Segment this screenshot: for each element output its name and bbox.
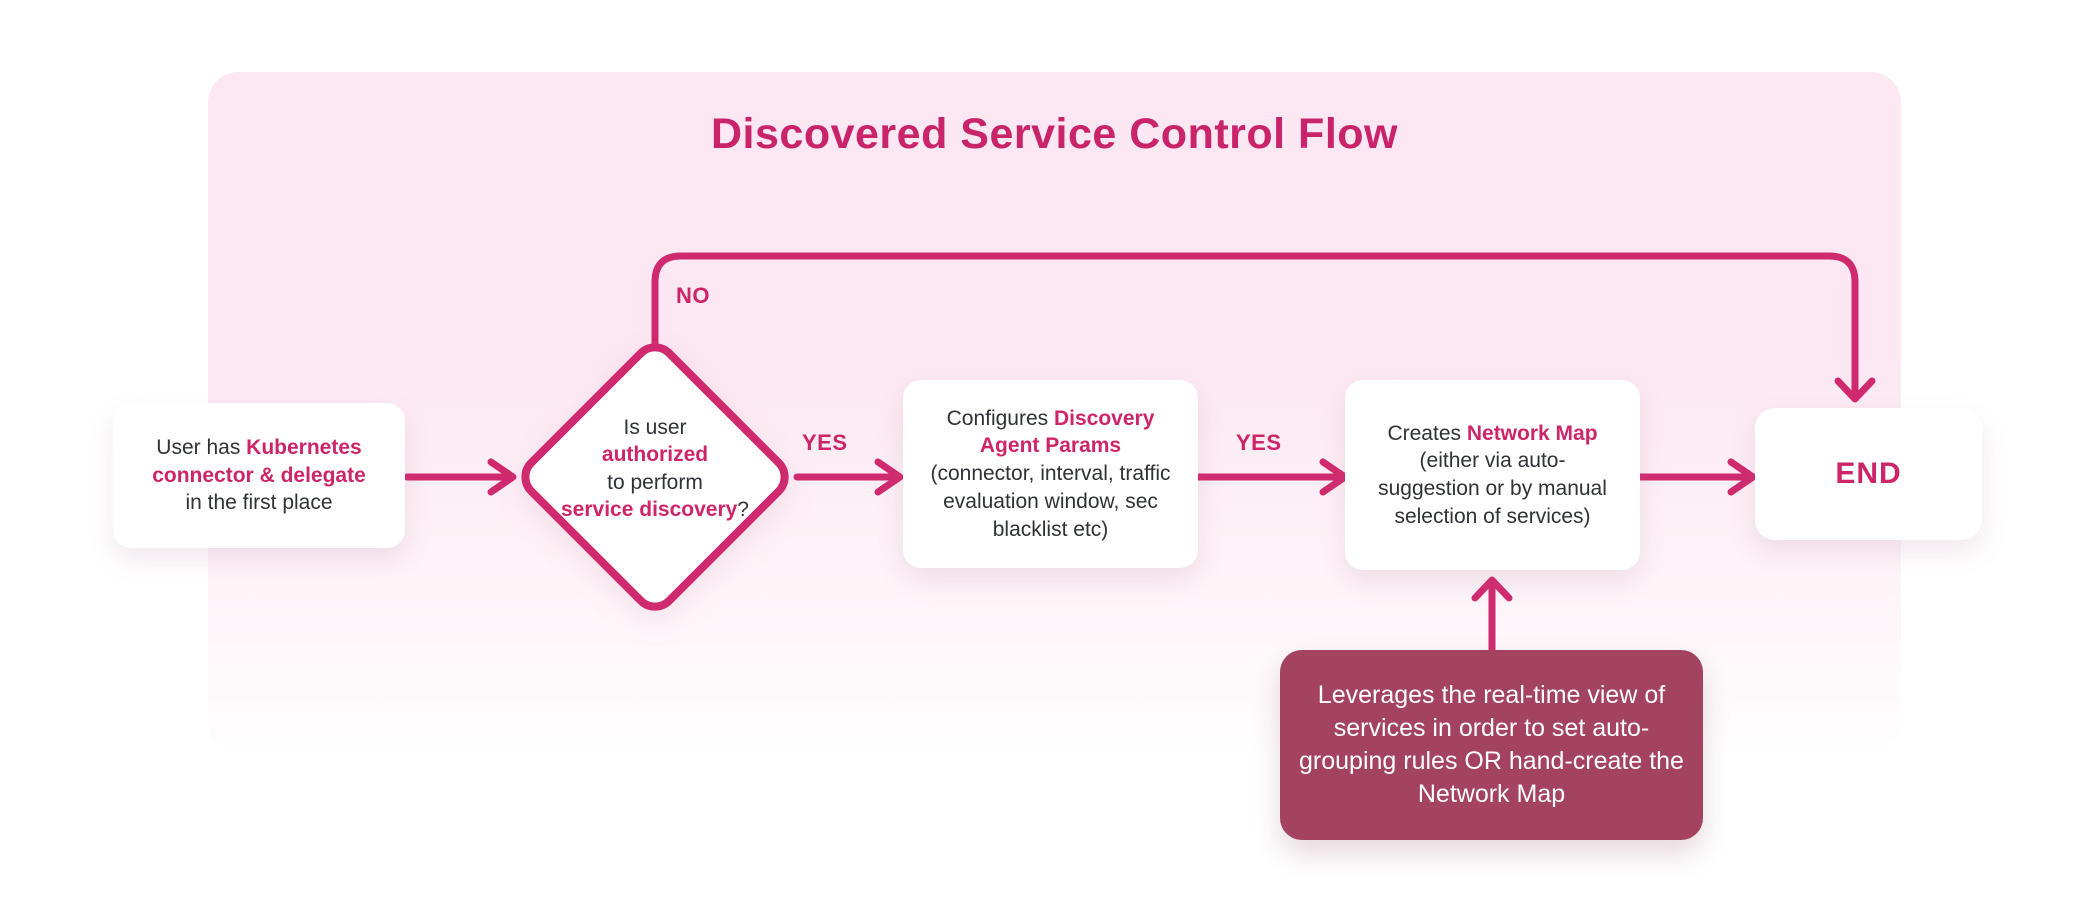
decision-line-3: to perform [607, 470, 703, 494]
node-start: User has Kubernetes connector & delegate… [113, 403, 405, 548]
decision-line-2: authorized [601, 443, 709, 467]
arrowhead-right-4 [1727, 458, 1757, 496]
arrowhead-right-2 [874, 458, 904, 496]
edge-label-yes-1: YES [802, 430, 848, 455]
node-start-text-post: in the first place [185, 491, 333, 515]
node-start-text-pre: User has [156, 435, 247, 459]
arrowhead-down-no [1834, 377, 1876, 403]
node-start-text: User has Kubernetes connector & delegate… [129, 424, 389, 527]
decision-line-1: Is user [623, 416, 687, 439]
arrowhead-right-1 [487, 458, 517, 496]
node-end: END [1755, 408, 1982, 540]
node-create-text: Creates Network Map (either via auto-sug… [1358, 410, 1628, 541]
note-annotation: Leverages the real-time view of services… [1280, 650, 1703, 840]
node-create-text-highlight: Network Map [1466, 421, 1598, 445]
node-configure-text: Configures Discovery Agent Params (conne… [912, 395, 1190, 554]
node-create-text-pre: Creates [1387, 421, 1467, 445]
decision-line-4-suffix: ? [737, 497, 749, 521]
node-create-network-map: Creates Network Map (either via auto-sug… [1345, 380, 1640, 570]
edge-label-yes-2: YES [1236, 430, 1282, 455]
node-create-text-post: (either via auto-suggestion or by manual… [1378, 449, 1607, 528]
decision-question: Is user authorized to perform service di… [540, 414, 770, 523]
node-configure-text-pre: Configures [946, 406, 1054, 430]
edge-no-loop [651, 252, 1859, 396]
edge-label-no: NO [676, 283, 710, 308]
decision-line-4: service discovery? [540, 496, 770, 523]
decision-diamond-shape [521, 343, 789, 611]
decision-line-4-highlight: service discovery [561, 497, 738, 521]
node-configure-text-post: (connector, interval, traffic evaluation… [930, 462, 1171, 541]
node-start-text-highlight: Kubernetes connector & delegate [152, 435, 366, 487]
node-configure-text-highlight: Discovery Agent Params [979, 406, 1155, 458]
node-configure-params: Configures Discovery Agent Params (conne… [903, 380, 1198, 568]
arrowhead-up-note [1471, 576, 1513, 602]
note-annotation-text: Leverages the real-time view of services… [1299, 681, 1684, 808]
diagram-title: Discovered Service Control Flow [711, 110, 1398, 158]
node-end-label: END [1835, 457, 1902, 491]
